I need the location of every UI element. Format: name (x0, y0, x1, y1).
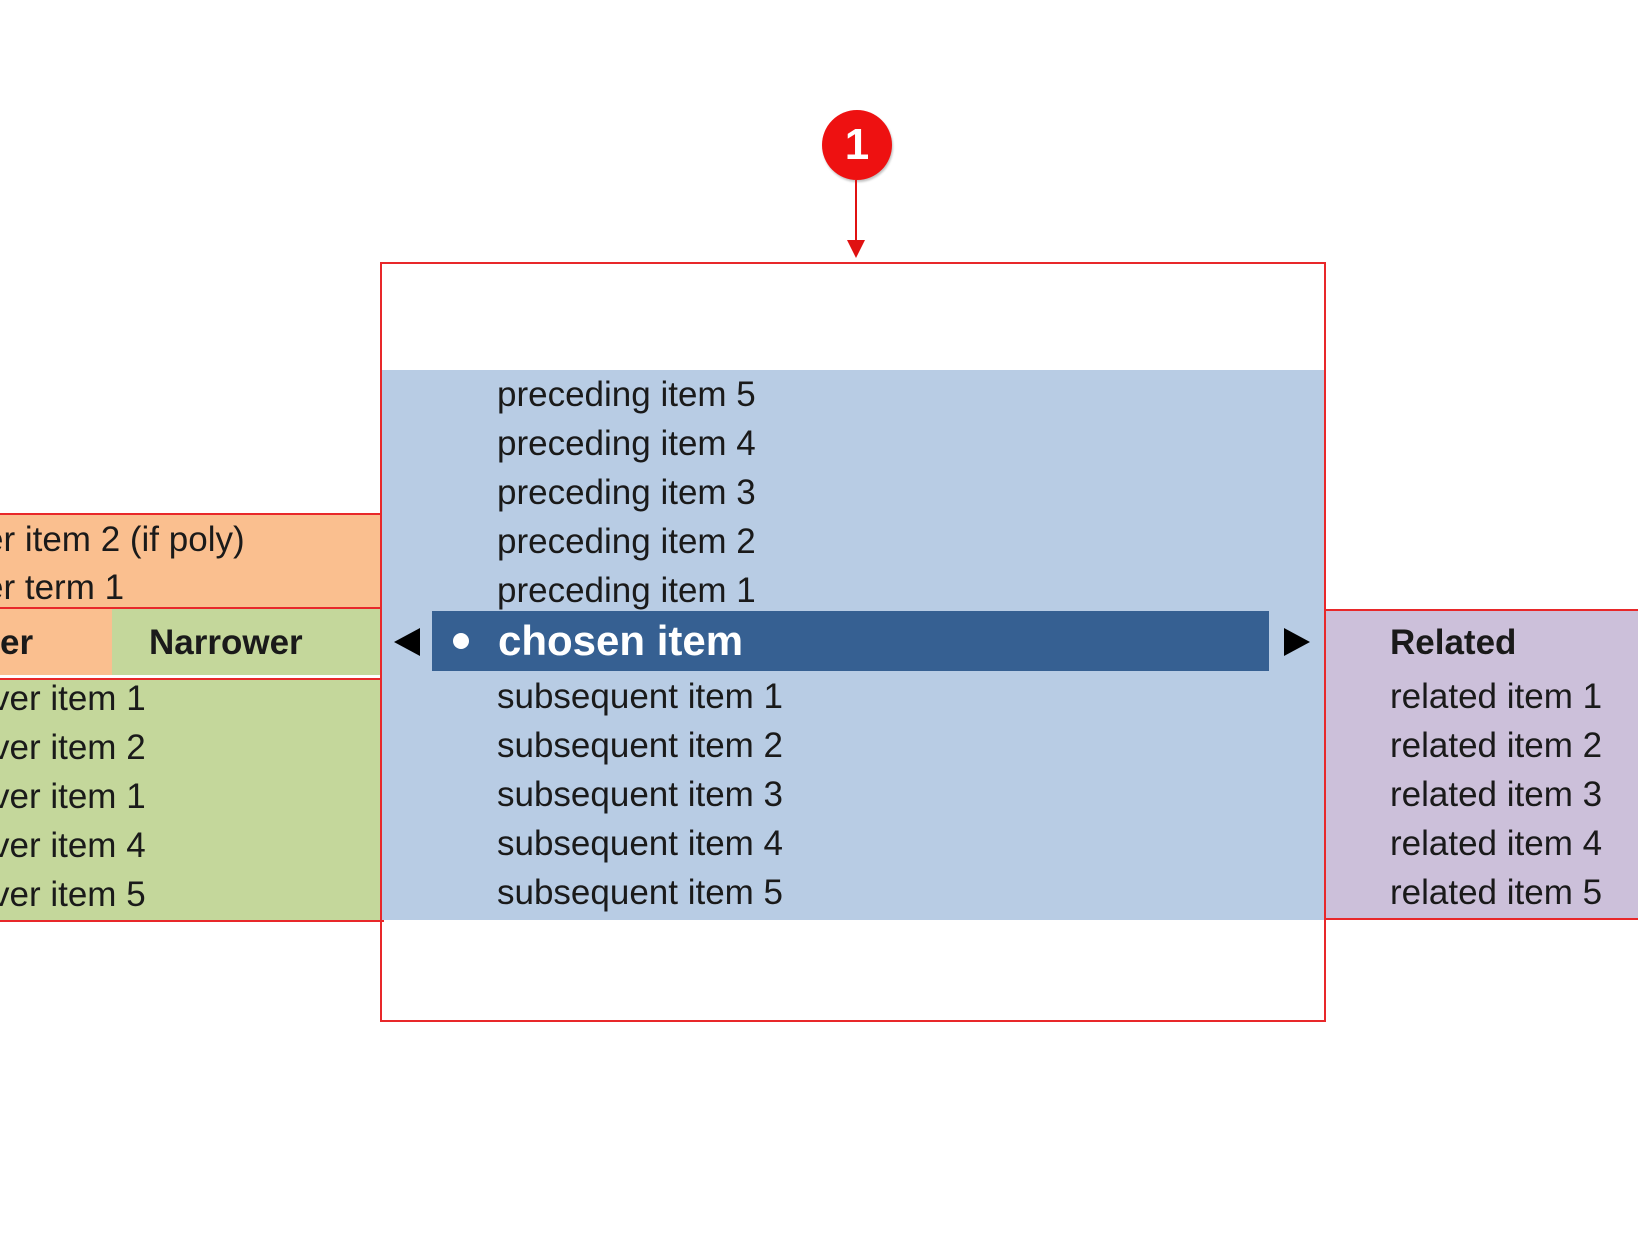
broader-line[interactable]: er term 1 (0, 568, 125, 607)
broader-header-label: er (0, 623, 34, 662)
next-arrow-icon[interactable] (1284, 628, 1310, 656)
subsequent-item[interactable]: subsequent item 5 (497, 873, 784, 912)
chosen-item-row[interactable]: chosen item (432, 611, 1269, 671)
broader-line[interactable]: er item 2 (if poly) (0, 520, 245, 559)
broader-header-bg (0, 609, 112, 675)
callout-number: 1 (844, 120, 870, 169)
related-item[interactable]: related item 5 (1390, 873, 1603, 912)
preceding-item[interactable]: preceding item 1 (497, 571, 756, 610)
narrower-item[interactable]: ver item 4 (0, 826, 146, 865)
related-item[interactable]: related item 3 (1390, 775, 1603, 814)
narrower-header[interactable]: Narrower (149, 623, 303, 662)
related-panel (1326, 609, 1638, 920)
related-header[interactable]: Related (1390, 623, 1517, 662)
related-item[interactable]: related item 4 (1390, 824, 1603, 863)
callout-connector-line (855, 180, 857, 244)
callout-arrowhead-icon (847, 240, 865, 258)
narrower-panel (0, 678, 384, 922)
preceding-item[interactable]: preceding item 5 (497, 375, 756, 414)
focus-frame (380, 262, 1326, 1022)
related-list: related item 1 related item 2 related it… (1390, 672, 1602, 917)
callout-marker: 1 (822, 110, 892, 180)
narrower-list: ver item 1 ver item 2 ver item 1 ver ite… (0, 674, 380, 919)
related-item[interactable]: related item 2 (1390, 726, 1603, 765)
preceding-item[interactable]: preceding item 4 (497, 424, 756, 463)
preceding-list: preceding item 5 preceding item 4 preced… (497, 370, 756, 615)
related-item[interactable]: related item 1 (1390, 677, 1603, 716)
bullet-icon (453, 633, 469, 649)
narrower-item[interactable]: ver item 5 (0, 875, 146, 914)
subsequent-item[interactable]: subsequent item 1 (497, 677, 784, 716)
subsequent-item[interactable]: subsequent item 2 (497, 726, 784, 765)
broader-list: er item 2 (if poly) er term 1 (0, 516, 380, 612)
broader-panel (0, 513, 380, 609)
preceding-item[interactable]: preceding item 2 (497, 522, 756, 561)
narrower-item[interactable]: ver item 1 (0, 679, 146, 718)
narrower-item[interactable]: ver item 2 (0, 728, 146, 767)
preceding-item[interactable]: preceding item 3 (497, 473, 756, 512)
subsequent-item[interactable]: subsequent item 4 (497, 824, 784, 863)
previous-arrow-icon[interactable] (394, 628, 420, 656)
subsequent-list: subsequent item 1 subsequent item 2 subs… (497, 672, 783, 917)
chosen-item-label: chosen item (498, 617, 744, 664)
subsequent-item[interactable]: subsequent item 3 (497, 775, 784, 814)
narrower-item[interactable]: ver item 1 (0, 777, 146, 816)
broader-header[interactable]: er (0, 623, 112, 663)
